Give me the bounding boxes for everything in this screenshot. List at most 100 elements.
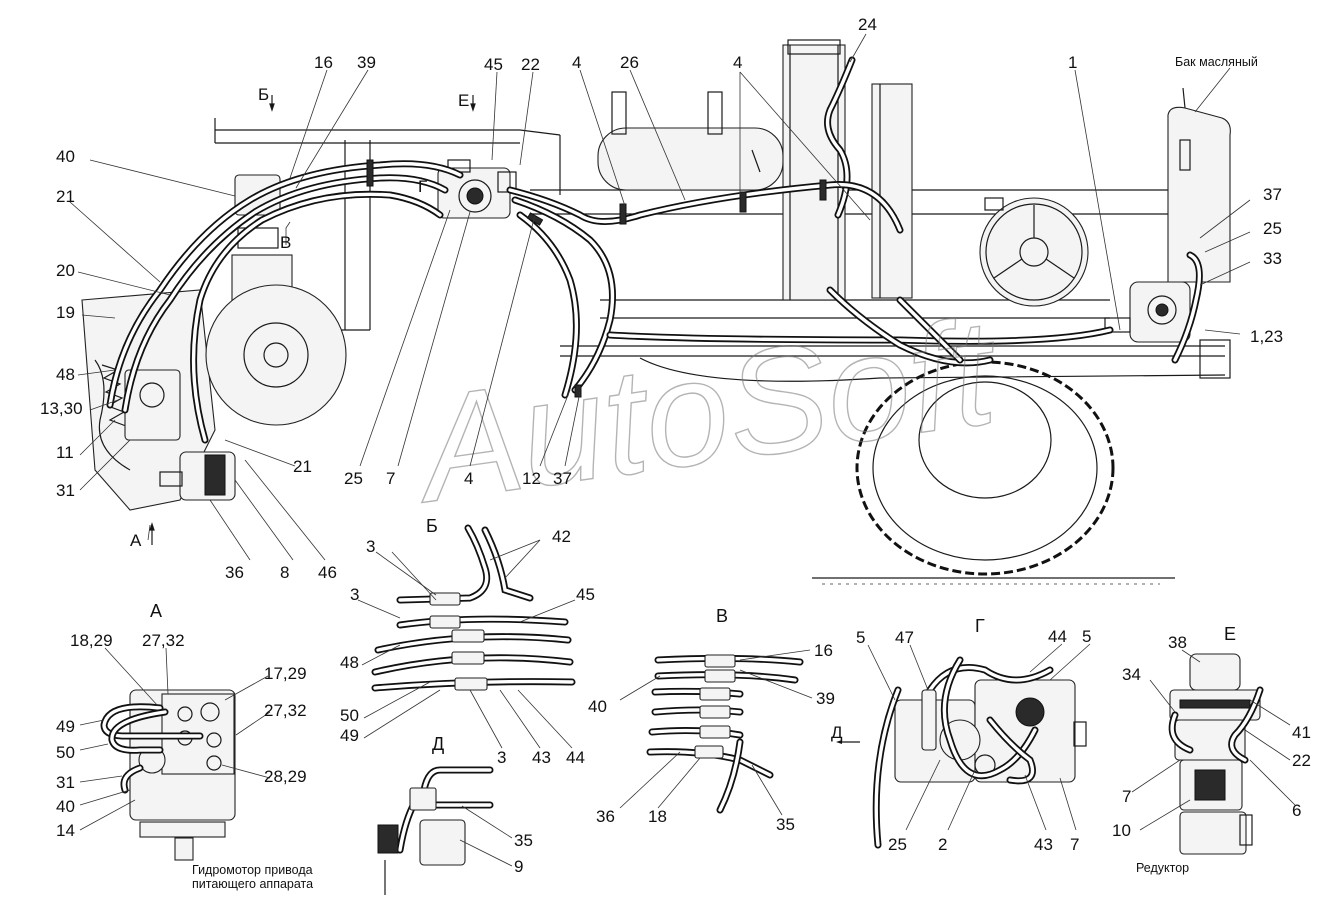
label-50: 50: [56, 743, 75, 762]
label-25: 25: [888, 835, 907, 854]
label-50: 50: [340, 706, 359, 725]
label-14: 14: [56, 821, 75, 840]
pulley: [979, 197, 1089, 307]
label-33-r: 33: [1263, 249, 1282, 268]
label-43: 43: [1034, 835, 1053, 854]
main-labels: 24 16 39 45 22 4 26 4 1 Бак масляный Б Е…: [40, 15, 1283, 582]
label-18: 18: [648, 807, 667, 826]
view-e: Е 38 34 41 22 7 6 10 Редуктор: [1112, 624, 1311, 875]
label-47: 47: [895, 628, 914, 647]
label-31: 31: [56, 481, 75, 500]
label-21-a: 21: [56, 187, 75, 206]
label-49: 49: [340, 726, 359, 745]
main-assembly: [81, 39, 1231, 585]
label-27-32-b: 27,32: [264, 701, 307, 720]
view-d: Д 35 9: [377, 734, 533, 895]
label-45: 45: [484, 55, 503, 74]
label-5-a: 5: [856, 628, 865, 647]
view-a: А 18,29 27,32 17,29 27,32 49: [56, 601, 313, 891]
label-36: 36: [596, 807, 615, 826]
label-38: 38: [1168, 633, 1187, 652]
label-8: 8: [280, 563, 289, 582]
view-arrows: [149, 95, 476, 545]
label-39: 39: [357, 53, 376, 72]
label-1-23: 1,23: [1250, 327, 1283, 346]
label-34: 34: [1122, 665, 1141, 684]
hose-bundle: [106, 160, 1114, 444]
label-22: 22: [1292, 751, 1311, 770]
label-7: 7: [1122, 787, 1131, 806]
label-4-a: 4: [572, 53, 581, 72]
label-6: 6: [1292, 801, 1301, 820]
label-45: 45: [576, 585, 595, 604]
label-21-b: 21: [293, 457, 312, 476]
view-b: Б: [340, 516, 595, 767]
view-marker-e: Е: [458, 91, 469, 110]
vertical-column: [782, 39, 913, 301]
label-3-c: 3: [497, 748, 506, 767]
label-10: 10: [1112, 821, 1131, 840]
label-16: 16: [814, 641, 833, 660]
label-4-c: 4: [464, 469, 473, 488]
label-19: 19: [56, 303, 75, 322]
label-40: 40: [56, 147, 75, 166]
view-g: Г 5 47 44 5 Д 25 2: [831, 616, 1091, 854]
label-17-29: 17,29: [264, 664, 307, 683]
label-oil-tank: Бак масляный: [1175, 55, 1258, 69]
label-40: 40: [56, 797, 75, 816]
label-24: 24: [858, 15, 877, 34]
label-48: 48: [56, 365, 75, 384]
label-4-b: 4: [733, 53, 742, 72]
view-marker-d: Д: [831, 723, 843, 742]
label-25: 25: [344, 469, 363, 488]
label-42: 42: [552, 527, 571, 546]
label-39: 39: [816, 689, 835, 708]
view-marker-a: А: [130, 531, 142, 550]
view-v: В 16 39 40: [588, 606, 835, 834]
label-35: 35: [776, 815, 795, 834]
label-44: 44: [1048, 627, 1067, 646]
label-3-a: 3: [366, 537, 375, 556]
label-7: 7: [386, 469, 395, 488]
label-18-29: 18,29: [70, 631, 113, 650]
view-e-title: Е: [1224, 624, 1236, 644]
label-1: 1: [1068, 53, 1077, 72]
label-35: 35: [514, 831, 533, 850]
label-46: 46: [318, 563, 337, 582]
label-7: 7: [1070, 835, 1079, 854]
label-43: 43: [532, 748, 551, 767]
label-13-30: 13,30: [40, 399, 83, 418]
view-marker-g: Г: [418, 177, 427, 196]
label-28-29: 28,29: [264, 767, 307, 786]
label-40: 40: [588, 697, 607, 716]
label-12: 12: [522, 469, 541, 488]
caption-reducer: Редуктор: [1136, 861, 1189, 875]
label-16: 16: [314, 53, 333, 72]
caption-line-1: Гидромотор привода: [192, 863, 313, 877]
label-49: 49: [56, 717, 75, 736]
view-d-title: Д: [432, 734, 444, 754]
label-3-b: 3: [350, 585, 359, 604]
label-2: 2: [938, 835, 947, 854]
view-a-title: А: [150, 601, 162, 621]
label-41: 41: [1292, 723, 1311, 742]
label-48: 48: [340, 653, 359, 672]
view-g-title: Г: [975, 616, 985, 636]
label-36: 36: [225, 563, 244, 582]
label-11: 11: [56, 443, 74, 462]
label-37-b: 37: [553, 469, 572, 488]
label-20: 20: [56, 261, 75, 280]
label-31: 31: [56, 773, 75, 792]
view-v-title: В: [716, 606, 728, 626]
rear-pump: [1104, 251, 1203, 364]
label-26: 26: [620, 53, 639, 72]
view-marker-b: Б: [258, 85, 269, 104]
air-receiver: [597, 91, 784, 191]
distributor: [437, 159, 517, 219]
view-b-title: Б: [426, 516, 438, 536]
label-5-b: 5: [1082, 627, 1091, 646]
oil-tank: [1167, 87, 1231, 283]
view-marker-v: В: [280, 233, 291, 252]
label-22: 22: [521, 55, 540, 74]
